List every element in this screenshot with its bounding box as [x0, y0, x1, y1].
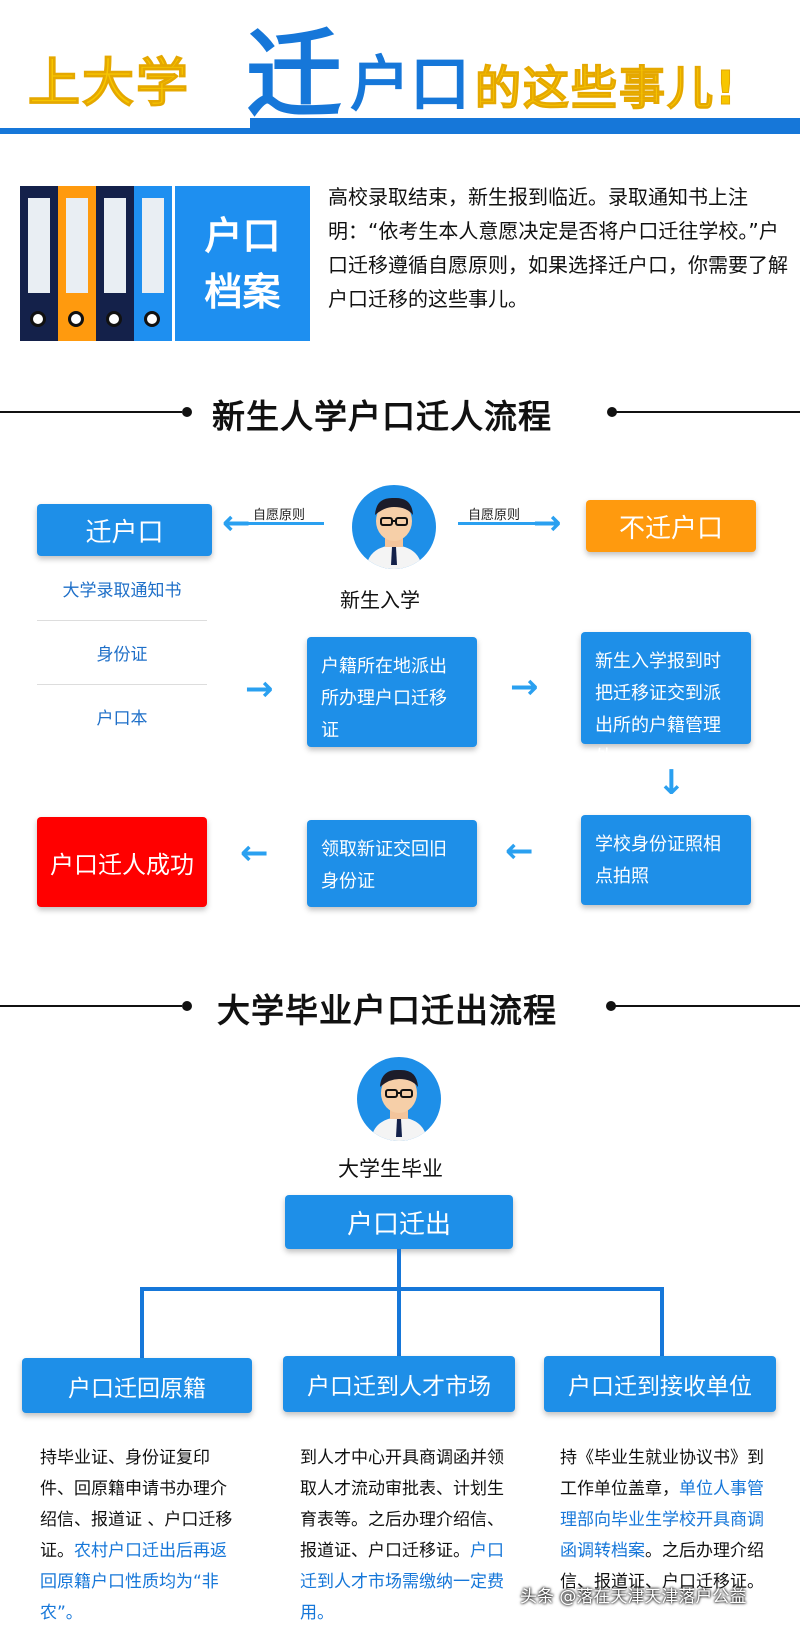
- section1-title: 新生人学户口迁人流程: [212, 397, 552, 436]
- branch-description: 到人才中心开具商调函并领取人才流动审批表、计划生育表等。之后办理介绍信、报道证、…: [300, 1448, 504, 1623]
- branch-description: 持毕业证、身份证复印件、回原籍申请书办理介绍信、报道证 、户口迁移证。农村户口迁…: [40, 1448, 233, 1623]
- graduate-avatar-icon: [357, 1057, 441, 1141]
- step-box: 新生入学报到时把迁移证交到派出所的户籍管理处: [581, 632, 751, 768]
- divider: [37, 684, 207, 685]
- intro-text: 高校录取结束，新生报到临近。录取通知书上注明：“依考生本人意愿决定是否将户口迁往…: [328, 185, 788, 311]
- section-line: [614, 1005, 800, 1007]
- section2-title: 大学毕业户口迁出流程: [217, 991, 557, 1030]
- section-dot: [607, 407, 617, 417]
- list-item: 户口本: [96, 709, 148, 729]
- move-hukou-box: 迁户口: [37, 504, 212, 556]
- arrow-left-icon: ←: [222, 503, 251, 543]
- arrow-left-shaft: [228, 522, 324, 525]
- title-part2: 迁: [246, 19, 342, 131]
- root-box: 户口迁出: [285, 1195, 513, 1249]
- arrow-right-shaft: [458, 522, 554, 525]
- arrow-right-icon: →: [510, 667, 539, 707]
- step-box: 户籍所在地派出所办理户口迁移证: [307, 637, 477, 747]
- section-dot: [182, 1001, 192, 1011]
- branch-description: 持《毕业生就业协议书》到工作单位盖章，单位人事管理部向毕业生学校开具商调函调转档…: [560, 1448, 764, 1592]
- no-move-hukou-box: 不迁户口: [586, 500, 756, 552]
- voluntary-note: 自愿原则: [253, 508, 306, 523]
- person-label: 新生入学: [340, 588, 420, 612]
- arrow-left-icon: ←: [505, 831, 534, 871]
- section-line: [0, 411, 182, 413]
- step-box: 领取新证交回旧身份证: [307, 820, 477, 907]
- folder-icon: [96, 186, 134, 341]
- section-dot: [182, 407, 192, 417]
- connector: [397, 1287, 401, 1358]
- header-bar: [0, 128, 800, 134]
- connector: [140, 1287, 664, 1291]
- title-part3: 户口: [350, 50, 470, 120]
- arrow-right-icon: →: [245, 669, 274, 709]
- student-avatar-icon: [352, 485, 436, 569]
- header-underline: [250, 118, 800, 128]
- title-part4: 的这些事儿!: [475, 61, 738, 116]
- folder-icon: [20, 186, 58, 341]
- branch-box: 户口迁回原籍: [22, 1358, 252, 1413]
- watermark: 头条 @落在天津天津落户公益: [520, 1587, 747, 1607]
- section-line: [0, 1005, 182, 1007]
- list-item: 身份证: [96, 645, 148, 665]
- connector: [397, 1249, 401, 1287]
- voluntary-note: 自愿原则: [468, 508, 521, 523]
- branch-box: 户口迁到人才市场: [283, 1356, 515, 1412]
- arrow-left-icon: ←: [240, 833, 269, 873]
- folder-icon: [58, 186, 96, 341]
- branch-box: 户口迁到接收单位: [544, 1356, 776, 1412]
- archive-label: 户口 档案: [175, 186, 310, 341]
- folder-icon: [134, 186, 172, 341]
- arrow-down-icon: ↓: [657, 763, 686, 803]
- step-box: 学校身份证照相点拍照: [581, 815, 751, 905]
- section-line: [615, 411, 800, 413]
- section-dot: [606, 1001, 616, 1011]
- list-item: 大学录取通知书: [62, 581, 182, 601]
- person-label: 大学生毕业: [338, 1157, 443, 1181]
- success-box: 户口迁人成功: [37, 817, 207, 907]
- arrow-right-icon: →: [533, 503, 562, 543]
- divider: [37, 620, 207, 621]
- connector: [660, 1287, 664, 1358]
- connector: [140, 1287, 144, 1358]
- title-part1: 上大学: [27, 54, 191, 115]
